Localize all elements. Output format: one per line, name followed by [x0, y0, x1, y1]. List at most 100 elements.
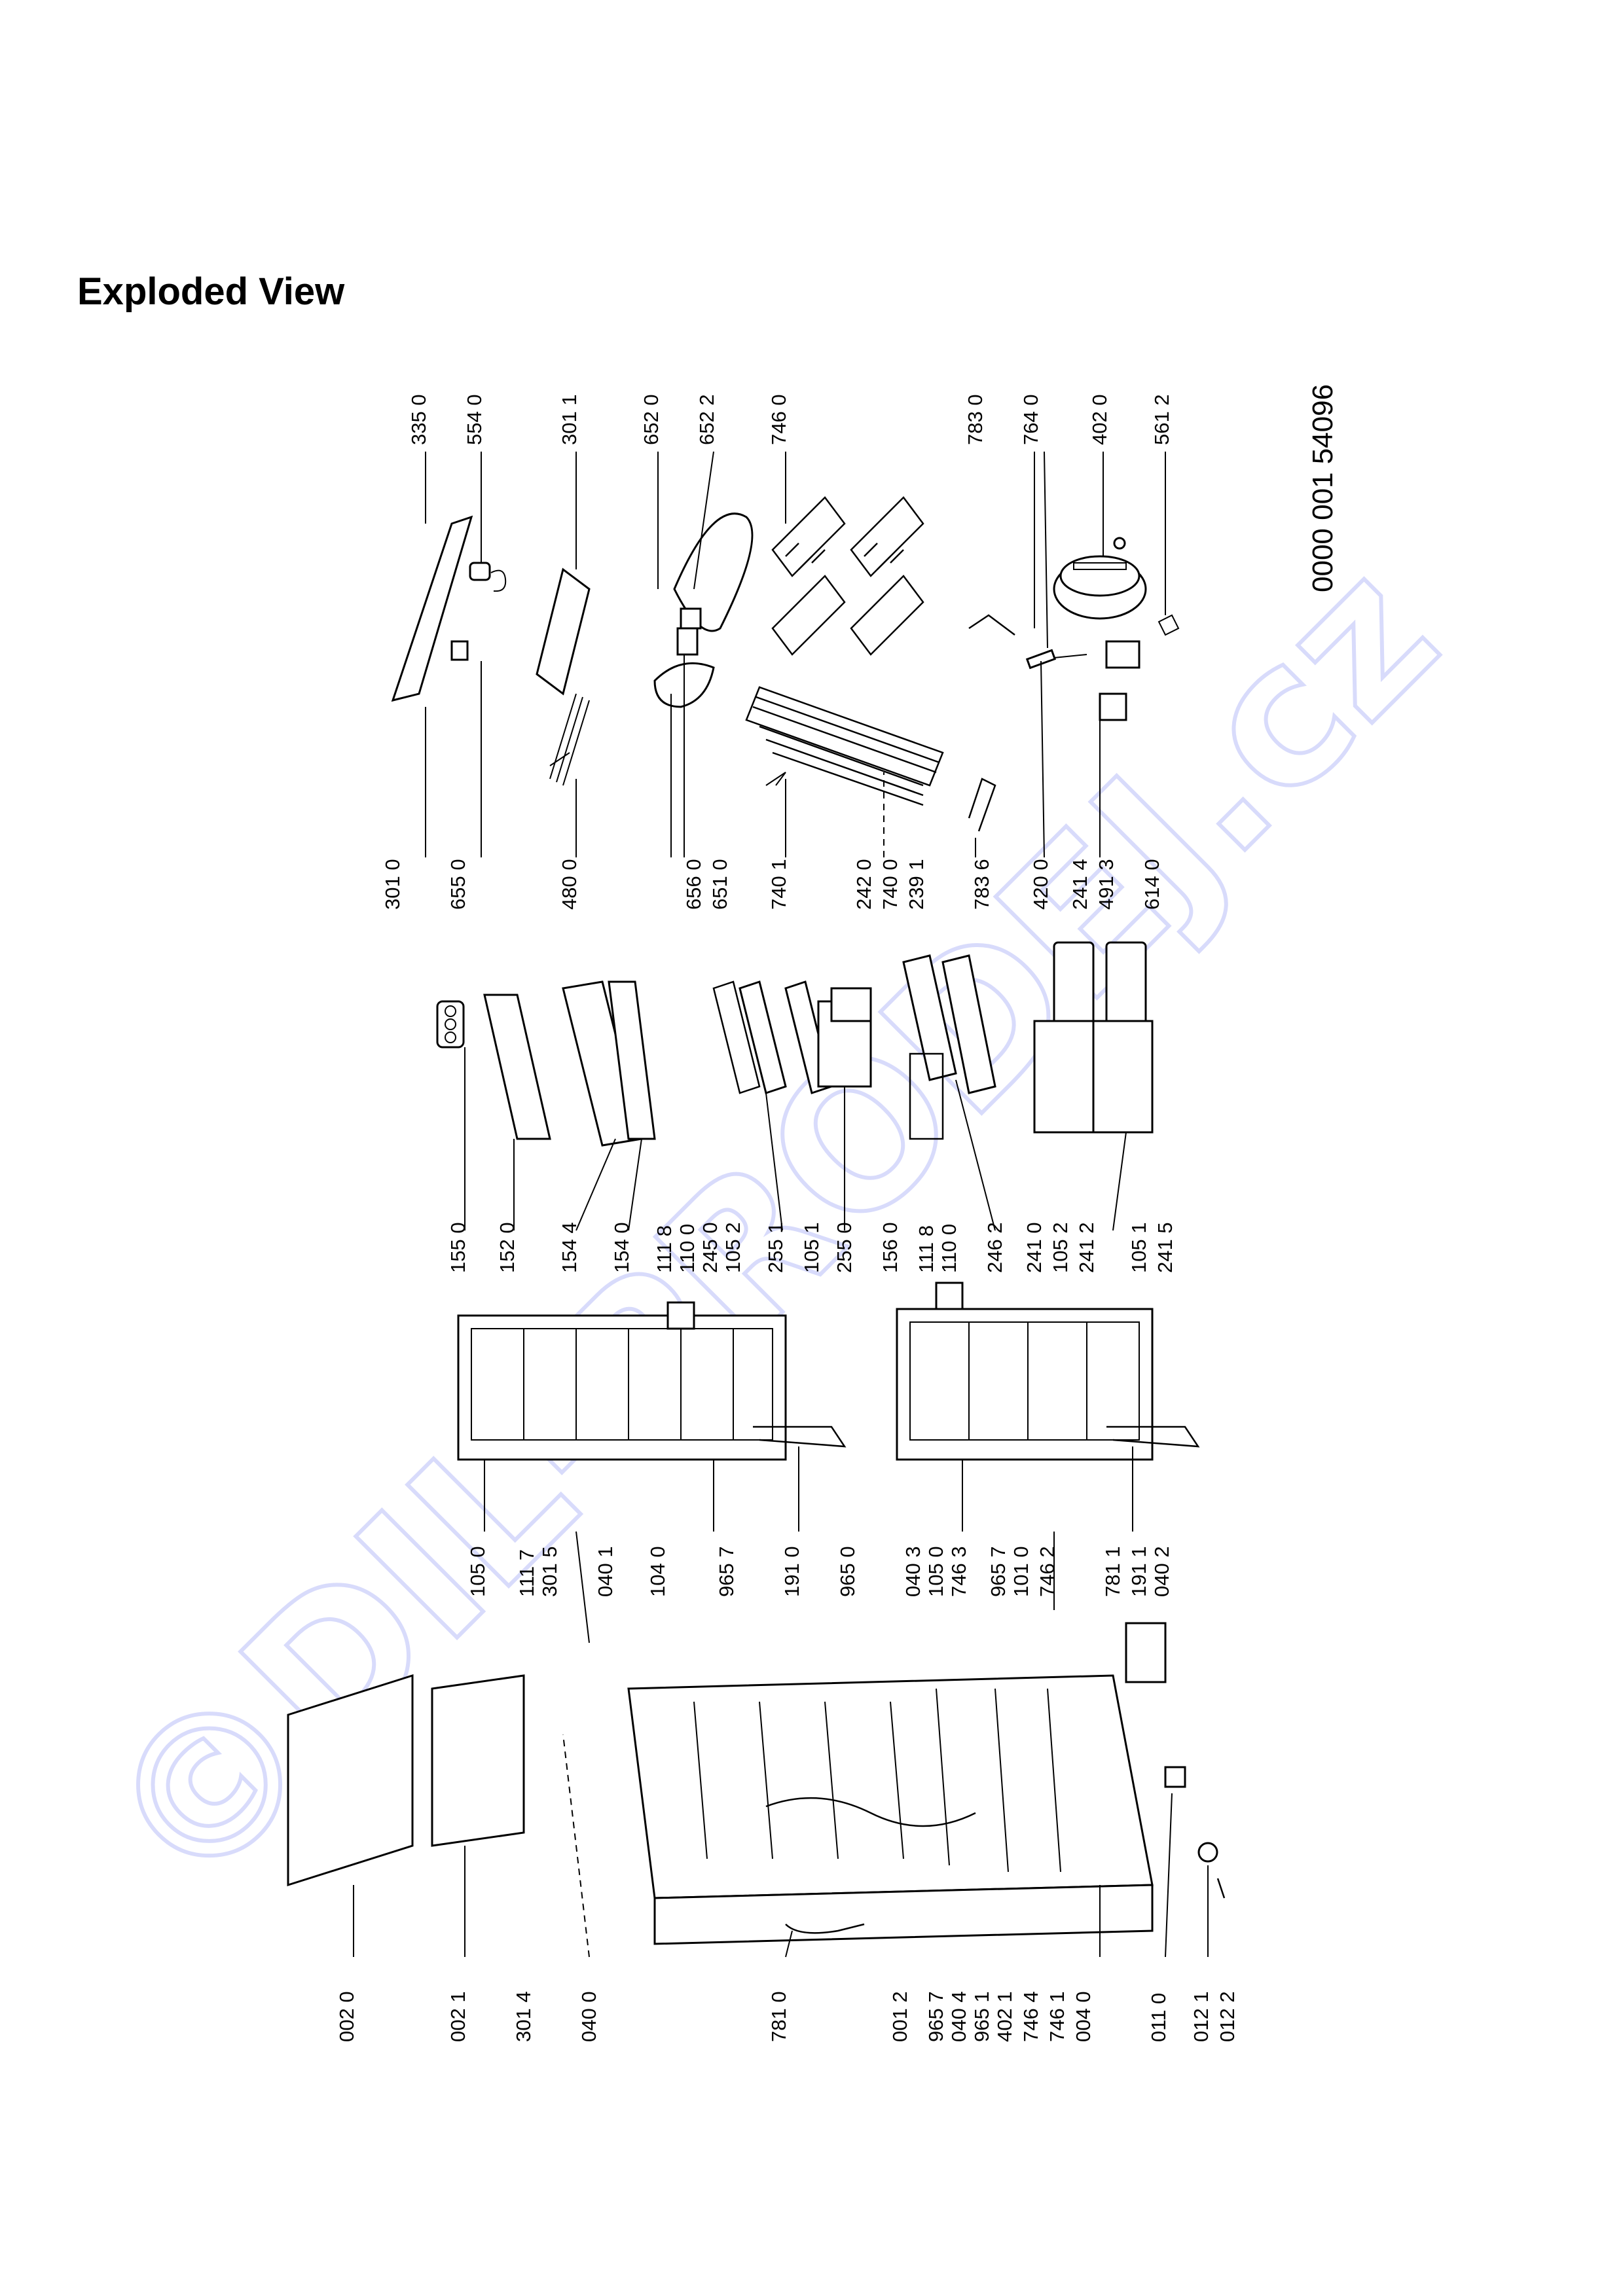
part-label: 255 0	[833, 1222, 856, 1273]
screw-part	[1216, 1878, 1226, 1899]
part-label: 420 0	[1029, 859, 1052, 910]
grommet-part	[1113, 537, 1126, 550]
egg-tray-part	[436, 1000, 465, 1049]
condenser-coil-part	[745, 686, 944, 806]
part-label: 651 0	[708, 859, 731, 910]
upper-hinge-part	[666, 1301, 695, 1330]
part-label: 614 0	[1140, 859, 1163, 910]
part-label: 105 2	[1049, 1222, 1072, 1273]
part-label: 002 0	[335, 1991, 358, 2042]
part-label: 040 4	[947, 1991, 970, 2042]
part-label: 110 0	[938, 1224, 960, 1273]
part-label: 105 0	[924, 1546, 947, 1597]
part-label: 001 2	[888, 1991, 911, 2042]
top-rail-part	[391, 515, 473, 702]
part-label: 040 2	[1150, 1546, 1173, 1597]
part-label: 783 0	[964, 394, 987, 445]
part-label: 764 0	[1019, 394, 1042, 445]
drier-part	[1025, 649, 1087, 670]
part-label: 239 1	[905, 859, 928, 910]
part-label: 301 1	[558, 394, 581, 445]
part-label: 740 0	[879, 859, 902, 910]
part-label: 554 0	[463, 394, 486, 445]
freezer-drawer-part	[902, 954, 957, 1081]
part-label: 335 0	[407, 394, 430, 445]
part-label: 746 3	[947, 1546, 970, 1597]
part-label: 746 2	[1036, 1546, 1059, 1597]
part-label: 101 0	[1010, 1546, 1032, 1597]
cabinet-group	[287, 1622, 1226, 1945]
part-label: 040 3	[902, 1546, 924, 1597]
cooling-system-group	[391, 496, 1180, 832]
part-label: 656 0	[682, 859, 705, 910]
part-label: 480 0	[558, 859, 581, 910]
part-label: 111 8	[915, 1225, 938, 1273]
lower-door-part	[896, 1308, 1154, 1461]
part-label: 155 0	[447, 1222, 469, 1273]
part-label: 652 2	[695, 394, 718, 445]
wire-rack-part	[771, 496, 924, 656]
part-label: 111 7	[515, 1549, 538, 1597]
part-label: 965 0	[836, 1546, 859, 1597]
part-label: 241 5	[1154, 1222, 1176, 1273]
upper-gasket-part	[753, 1426, 847, 1448]
part-label: 783 6	[970, 859, 993, 910]
crisper-drawer-part	[1033, 941, 1154, 1134]
lamp-part	[469, 562, 507, 592]
part-label: 965 7	[924, 1991, 947, 2042]
compressor-part	[1053, 555, 1147, 620]
part-label: 746 4	[1019, 1991, 1042, 2042]
part-label: 105 1	[800, 1222, 823, 1273]
part-label: 012 1	[1190, 1991, 1213, 2042]
part-label: 655 0	[447, 859, 469, 910]
hinge-bracket-part	[1125, 1622, 1167, 1683]
top-cover-part	[287, 1674, 414, 1887]
thermostat-part	[676, 627, 699, 656]
lower-hinge-part	[935, 1282, 964, 1310]
part-label: 105 0	[466, 1546, 489, 1597]
part-label: 105 1	[1127, 1222, 1150, 1273]
foot-part	[1164, 1766, 1186, 1788]
part-label: 040 1	[594, 1546, 617, 1597]
part-label: 004 0	[1072, 1991, 1095, 2042]
part-label: 012 2	[1216, 1991, 1239, 2042]
part-label: 491 3	[1095, 859, 1118, 910]
document-number: 0000 001 54096	[1307, 384, 1339, 592]
part-label: 241 0	[1023, 1222, 1046, 1273]
door-shelf-part	[483, 994, 551, 1140]
part-label: 301 0	[381, 859, 404, 910]
part-label: 746 1	[1046, 1991, 1068, 2042]
upper-door-part	[457, 1314, 787, 1461]
part-label: 561 2	[1150, 394, 1173, 445]
part-label: 301 5	[538, 1546, 561, 1597]
part-label: 104 0	[646, 1546, 669, 1597]
part-label: 652 0	[640, 394, 663, 445]
wiring-part	[549, 693, 590, 786]
switch-part	[450, 640, 469, 661]
part-labels: 335 0 554 0 301 1 652 0 652 2 746 0 783 …	[335, 394, 1239, 2042]
part-label: 781 1	[1101, 1546, 1124, 1597]
part-label: 241 2	[1075, 1222, 1098, 1273]
cover-panel-part	[536, 567, 591, 696]
part-label: 242 0	[852, 859, 875, 910]
part-label: 040 0	[577, 1991, 600, 2042]
pipe-bend-part	[968, 614, 1015, 636]
part-label: 002 1	[447, 1991, 469, 2042]
part-label: 191 1	[1127, 1546, 1150, 1597]
part-label: 402 0	[1088, 394, 1111, 445]
part-label: 152 0	[496, 1222, 519, 1273]
part-label: 740 1	[767, 859, 790, 910]
part-label: 255 1	[764, 1222, 787, 1273]
part-label: 110 0	[676, 1224, 699, 1273]
part-label: 965 1	[970, 1991, 993, 2042]
bracket-part	[1099, 692, 1127, 721]
part-label: 301 4	[512, 1991, 535, 2042]
part-label: 105 2	[721, 1222, 744, 1273]
page-title: Exploded View	[77, 270, 345, 313]
clip-part	[1158, 614, 1180, 636]
part-label: 011 0	[1147, 1993, 1170, 2042]
part-label: 246 2	[983, 1222, 1006, 1273]
part-label: 154 0	[610, 1222, 633, 1273]
doors-group	[457, 1282, 1200, 1461]
